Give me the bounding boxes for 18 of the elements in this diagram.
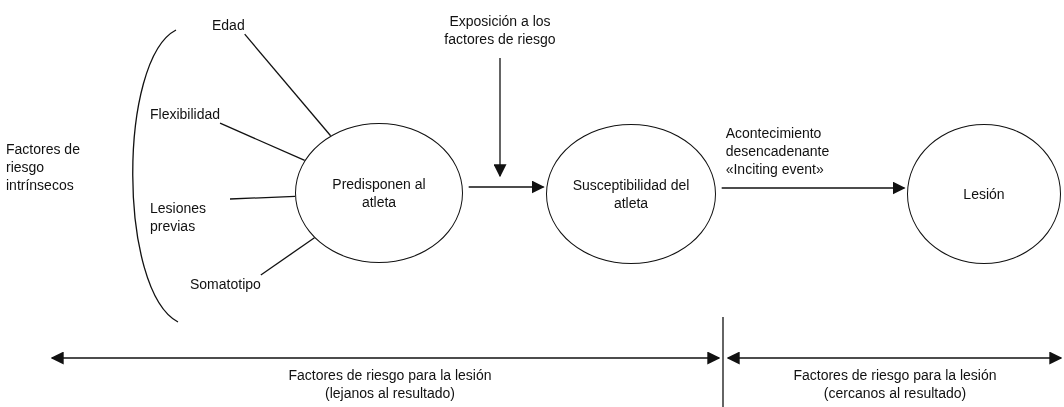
node-label: Lesión bbox=[963, 184, 1005, 204]
range-label: Factores de riesgo para la lesión (cercanos al resultado) bbox=[792, 366, 998, 403]
group-label: Factores de riesgo intrínsecos bbox=[6, 140, 81, 195]
connector-line bbox=[244, 33, 332, 137]
connector-line bbox=[229, 195, 296, 200]
node-label: Predisponen al atleta bbox=[331, 174, 427, 212]
range-label: Factores de riesgo para la lesión (lejanos al resultado) bbox=[287, 366, 493, 403]
factor-label: Somatotipo bbox=[190, 275, 261, 294]
factor-label: Lesiones previas bbox=[150, 199, 230, 236]
connector-line bbox=[260, 237, 316, 276]
node-label: Susceptibilidad del atleta bbox=[571, 175, 691, 213]
connector-arrow bbox=[721, 181, 906, 195]
connector-arrow bbox=[493, 57, 507, 178]
connector-arrow bbox=[468, 180, 545, 194]
factor-label: Exposición a los factores de riesgo bbox=[432, 8, 568, 52]
factor-label: Edad bbox=[212, 16, 245, 35]
connector-line bbox=[219, 122, 306, 161]
factor-label: Flexibilidad bbox=[150, 105, 221, 124]
